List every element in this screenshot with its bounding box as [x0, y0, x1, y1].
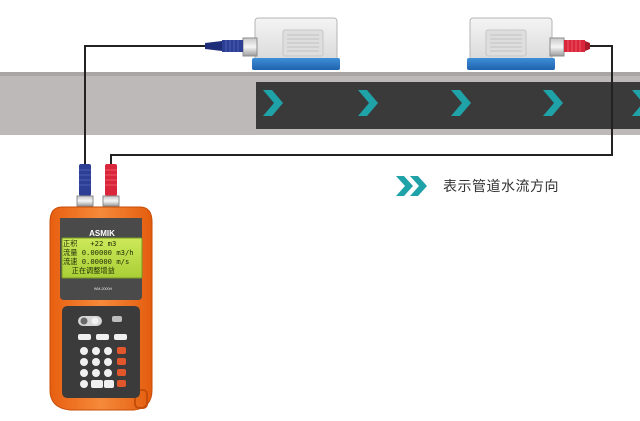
meter-model-label: WM-2000H: [93, 287, 113, 291]
upstream-transducer: [205, 17, 340, 70]
lcd-line-total: 正积 +22 m3: [63, 239, 117, 248]
meter-keypad: [78, 316, 127, 388]
flow-chevrons: [263, 90, 640, 116]
meter-lcd-display: 正积 +22 m3 流量 0.00000 m3/h 流速 0.00000 m/s…: [63, 239, 143, 277]
flow-chevron-icon: [358, 90, 378, 116]
flow-chevron-icon: [263, 90, 283, 116]
handheld-flowmeter: [49, 164, 153, 411]
legend-double-chevron-icon: [396, 176, 427, 196]
flow-chevron-icon: [451, 90, 471, 116]
lcd-line-velocity: 流速 0.00000 m/s: [63, 257, 130, 266]
lcd-line-flow-rate: 流量 0.00000 m3/h: [63, 248, 134, 257]
cables: [84, 45, 613, 164]
downstream-transducer: [467, 17, 590, 70]
pipe: [0, 72, 640, 135]
flow-band: [256, 82, 640, 129]
meter-plug-blue: [76, 164, 94, 207]
lcd-line-status: 正在调整增益: [63, 266, 115, 275]
upstream-cable: [84, 45, 205, 164]
flow-direction-legend-label: 表示管道水流方向: [443, 179, 559, 195]
flow-chevron-icon: [632, 90, 640, 116]
meter-brand-label: ASMIK: [89, 229, 115, 238]
meter-plug-red: [102, 164, 120, 207]
downstream-cable: [110, 45, 613, 164]
flow-chevron-icon: [543, 90, 563, 116]
